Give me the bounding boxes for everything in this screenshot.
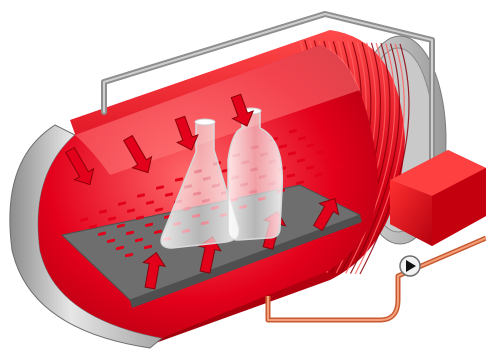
- pump-icon: [400, 256, 420, 276]
